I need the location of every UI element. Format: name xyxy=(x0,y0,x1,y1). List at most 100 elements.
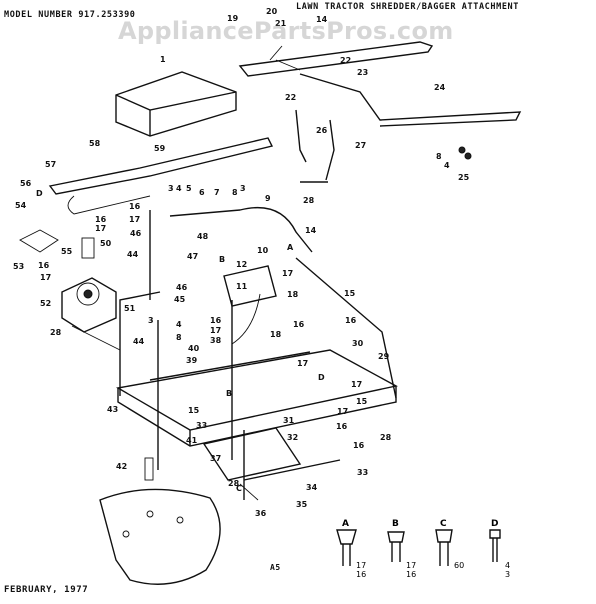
callout-label: 29 xyxy=(378,352,390,361)
callout-label: 58 xyxy=(89,139,101,148)
callout-label: 8 xyxy=(176,333,182,342)
callout-label: 16 xyxy=(129,202,141,211)
callout-label: 45 xyxy=(174,295,186,304)
sheet-code: A5 xyxy=(270,563,281,572)
diagram-title: LAWN TRACTOR SHREDDER/BAGGER ATTACHMENT xyxy=(296,2,519,12)
callout-label: 6 xyxy=(199,188,205,197)
callout-label: 16 xyxy=(210,316,222,325)
callout-label: 8 xyxy=(436,152,442,161)
hardware-key-part: 16 xyxy=(406,570,416,579)
drive-chain xyxy=(48,137,274,215)
hardware-key-part: 16 xyxy=(356,570,366,579)
hardware-key-bolts xyxy=(336,529,501,566)
callout-label: 47 xyxy=(187,252,198,261)
callout-label: 16 xyxy=(345,316,357,325)
callout-label: 22 xyxy=(340,56,351,65)
hardware-key-part: 17 xyxy=(406,561,416,570)
callout-label: 17 xyxy=(351,380,362,389)
hardware-key-letter: A xyxy=(342,519,349,529)
callout-label: 33 xyxy=(357,468,368,477)
callout-label: 14 xyxy=(305,226,317,235)
model-number: MODEL NUMBER 917.253390 xyxy=(4,10,136,20)
hardware-key-part: 4 xyxy=(505,561,510,570)
callout-label: 22 xyxy=(285,93,296,102)
shafts xyxy=(144,210,277,500)
callout-label: 10 xyxy=(257,246,269,255)
callout-label: 17 xyxy=(40,273,51,282)
watermark: AppliancePartsPros.com xyxy=(118,17,454,45)
callout-label: 4 xyxy=(176,320,182,329)
callout-label: 28 xyxy=(303,196,315,205)
callout-label: 50 xyxy=(100,239,112,248)
callout-label: 28 xyxy=(380,433,392,442)
callout-label: 3 xyxy=(240,184,246,193)
callout-label: 42 xyxy=(116,462,127,471)
callout-label: 8 xyxy=(232,188,238,197)
callout-label: B xyxy=(219,255,225,264)
callout-label: 44 xyxy=(127,250,139,259)
callout-label: 17 xyxy=(282,269,293,278)
callout-label: 5 xyxy=(186,184,192,193)
callout-label: 36 xyxy=(255,509,267,518)
callout-label: 18 xyxy=(287,290,299,299)
callout-label: 16 xyxy=(353,441,365,450)
callout-label: 26 xyxy=(316,126,328,135)
callout-label: 21 xyxy=(275,19,287,28)
callout-label: 34 xyxy=(306,483,318,492)
callout-label: 37 xyxy=(210,454,221,463)
callout-label: 11 xyxy=(236,282,248,291)
callout-label: B xyxy=(226,389,232,398)
chute-cover xyxy=(115,71,237,137)
callout-label: 14 xyxy=(316,15,328,24)
gearbox xyxy=(19,229,117,333)
hardware-key-part: 3 xyxy=(505,570,510,579)
callout-label: 48 xyxy=(197,232,209,241)
callout-label: 55 xyxy=(61,247,73,256)
callout-label: 7 xyxy=(214,188,220,197)
callout-label: 23 xyxy=(357,68,368,77)
callout-label: 41 xyxy=(186,436,198,445)
callout-label: 4 xyxy=(176,184,182,193)
hardware-key-letter: C xyxy=(440,519,447,529)
hardware-key-part: 60 xyxy=(454,561,464,570)
callout-label: D xyxy=(318,373,325,382)
deflector-plate xyxy=(99,488,221,585)
callout-label: 52 xyxy=(40,299,51,308)
callout-label: 17 xyxy=(210,326,221,335)
callout-label: 59 xyxy=(154,144,166,153)
callout-label: D xyxy=(36,189,43,198)
callout-label: C xyxy=(236,484,242,493)
hardware-key-letter: B xyxy=(392,519,399,529)
callout-label: 19 xyxy=(227,14,239,23)
callout-label: 39 xyxy=(186,356,198,365)
callout-label: 24 xyxy=(434,83,446,92)
callout-label: 16 xyxy=(336,422,348,431)
callout-label: 17 xyxy=(129,215,140,224)
callout-label: 1 xyxy=(160,55,166,64)
callout-label: 3 xyxy=(168,184,174,193)
hardware-key-letter: D xyxy=(491,519,498,529)
callout-label: 30 xyxy=(352,339,364,348)
callout-label: 57 xyxy=(45,160,56,169)
callout-label: 16 xyxy=(38,261,50,270)
callout-label: A xyxy=(287,243,294,252)
callout-label: 16 xyxy=(95,215,107,224)
callout-label: 17 xyxy=(95,224,106,233)
callout-label: 46 xyxy=(130,229,142,238)
callout-label: 54 xyxy=(15,201,27,210)
lower-bracket xyxy=(202,427,341,501)
callout-label: 25 xyxy=(458,173,470,182)
callout-label: 9 xyxy=(265,194,271,203)
callout-label: 46 xyxy=(176,283,188,292)
callout-label: 27 xyxy=(355,141,366,150)
callout-label: 44 xyxy=(133,337,145,346)
callout-label: 17 xyxy=(337,407,348,416)
callout-label: 15 xyxy=(188,406,200,415)
callout-label: 53 xyxy=(13,262,24,271)
callout-label: 3 xyxy=(148,316,154,325)
callout-label: 16 xyxy=(293,320,305,329)
callout-label: 38 xyxy=(210,336,222,345)
